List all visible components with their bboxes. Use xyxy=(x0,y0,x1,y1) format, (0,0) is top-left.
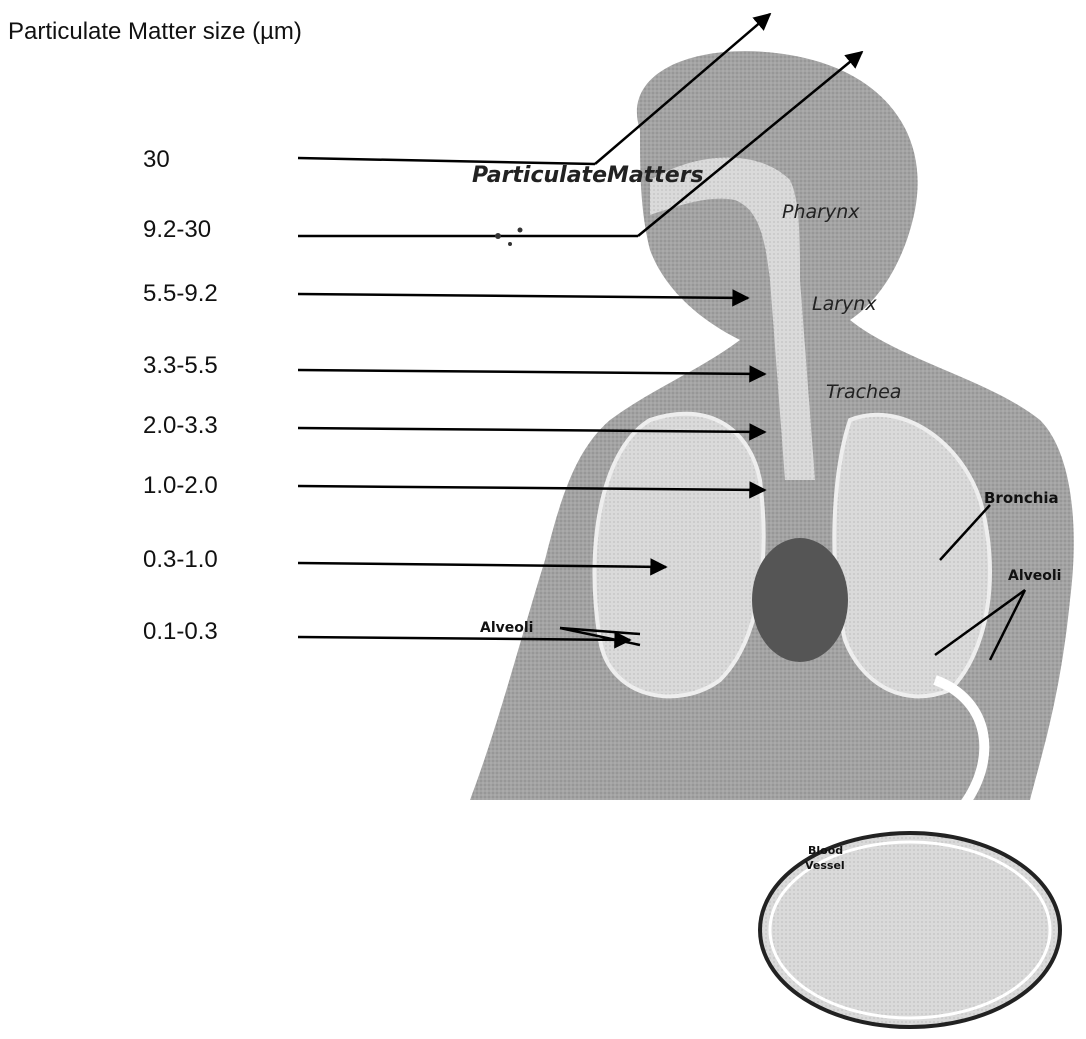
label-bronchia: Bronchia xyxy=(984,489,1059,507)
size-label-9-2-30: 9.2-30 xyxy=(143,216,211,244)
size-label-30: 30 xyxy=(143,146,170,174)
label-trachea: Trachea xyxy=(826,381,901,403)
label-alveoli-left: Alveoli xyxy=(480,620,533,636)
diagram-title: Particulate Matter size (µm) xyxy=(8,18,302,46)
size-label-3-3-5-5: 3.3-5.5 xyxy=(143,352,218,380)
label-blood-vessel-2: Vessel xyxy=(805,859,845,872)
size-label-0-3-1-0: 0.3-1.0 xyxy=(143,546,218,574)
label-pharynx: Pharynx xyxy=(782,201,860,223)
label-particulate-matters: ParticulateMatters xyxy=(472,163,704,188)
label-blood-vessel-1: Blood xyxy=(808,844,843,857)
size-label-2-0-3-3: 2.0-3.3 xyxy=(143,412,218,440)
size-label-0-1-0-3: 0.1-0.3 xyxy=(143,618,218,646)
size-label-5-5-9-2: 5.5-9.2 xyxy=(143,280,218,308)
heart xyxy=(752,538,848,662)
label-larynx: Larynx xyxy=(812,293,877,315)
label-alveoli-right: Alveoli xyxy=(1008,568,1061,584)
size-label-1-0-2-0: 1.0-2.0 xyxy=(143,472,218,500)
